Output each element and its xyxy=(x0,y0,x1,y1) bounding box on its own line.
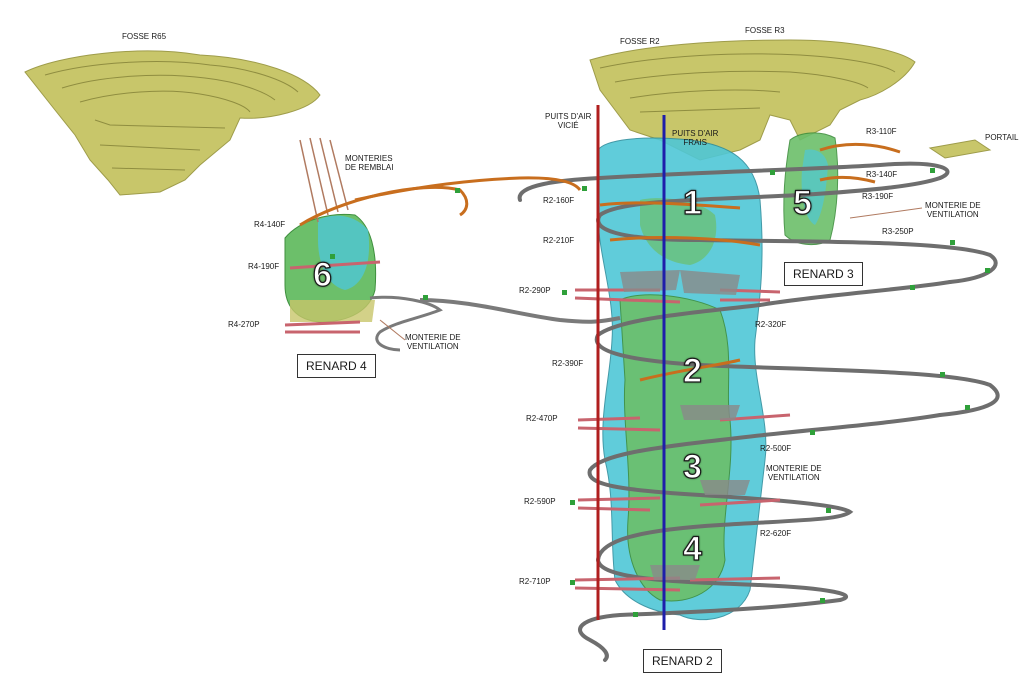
level-markers xyxy=(330,168,990,617)
callout-lines xyxy=(379,207,923,341)
ramp-r4 xyxy=(369,295,443,352)
level-label: R2-470P xyxy=(526,414,558,423)
pit-label-r65: FOSSE R65 xyxy=(122,32,167,41)
ramp-r4-link xyxy=(419,298,621,324)
level-label: R3-250P xyxy=(882,227,914,236)
vent-raise-r2-label: MONTERIE DE VENTILATION xyxy=(766,464,822,482)
drifts-orange xyxy=(599,142,901,382)
backfill-raises xyxy=(299,137,349,223)
level-label: R3-110F xyxy=(866,127,897,136)
level-label: R2-320F xyxy=(755,320,787,329)
pit-r2-r3 xyxy=(589,39,916,161)
level-label: R2-290P xyxy=(519,286,551,295)
level-label: R2-710P xyxy=(519,577,551,586)
zone-number-2: 2 xyxy=(682,352,702,390)
level-label: R3-190F xyxy=(862,192,894,201)
level-label: R2-210F xyxy=(543,236,575,245)
orebody-r4 xyxy=(284,213,377,323)
fresh-air-shaft-label: PUITS D'AIR FRAIS xyxy=(672,129,719,147)
zone-number-1: 1 xyxy=(682,184,702,222)
zone-number-5: 5 xyxy=(792,184,812,222)
level-label: R2-390F xyxy=(552,359,584,368)
level-label: R2-160F xyxy=(543,196,575,205)
drift-r4-upper xyxy=(299,185,469,227)
pit-label-r3: FOSSE R3 xyxy=(745,26,785,35)
level-label: R4-270P xyxy=(228,320,260,329)
zone-number-6: 6 xyxy=(312,256,332,294)
ramp-r2 xyxy=(517,161,1000,662)
level-label: R2-500F xyxy=(760,444,792,453)
level-label: R2-620F xyxy=(760,529,792,538)
zone-number-3: 3 xyxy=(682,448,702,486)
level-label: R3-140F xyxy=(866,170,898,179)
level-label: R4-190F xyxy=(248,262,280,271)
vent-raise-r3-label: MONTERIE DE VENTILATION xyxy=(925,201,981,219)
pit-label-r2: FOSSE R2 xyxy=(620,37,660,46)
portal-pad xyxy=(928,139,992,159)
zone-number-4: 4 xyxy=(682,530,702,568)
exhaust-shaft-label: PUITS D'AIR VICIÉ xyxy=(545,112,592,130)
level-label: R2-590P xyxy=(524,497,556,506)
zone-renard2: RENARD 2 xyxy=(643,649,722,673)
vent-raise-r4-label: MONTERIE DE VENTILATION xyxy=(405,333,461,351)
level-label: R4-140F xyxy=(254,220,286,229)
orebody-r2 xyxy=(597,137,767,621)
portal-label: PORTAIL xyxy=(985,133,1019,142)
zone-renard3: RENARD 3 xyxy=(784,262,863,286)
zone-renard4: RENARD 4 xyxy=(297,354,376,378)
backfill-raises-label: MONTERIES DE REMBLAI xyxy=(345,154,394,172)
pit-r65 xyxy=(24,50,321,196)
